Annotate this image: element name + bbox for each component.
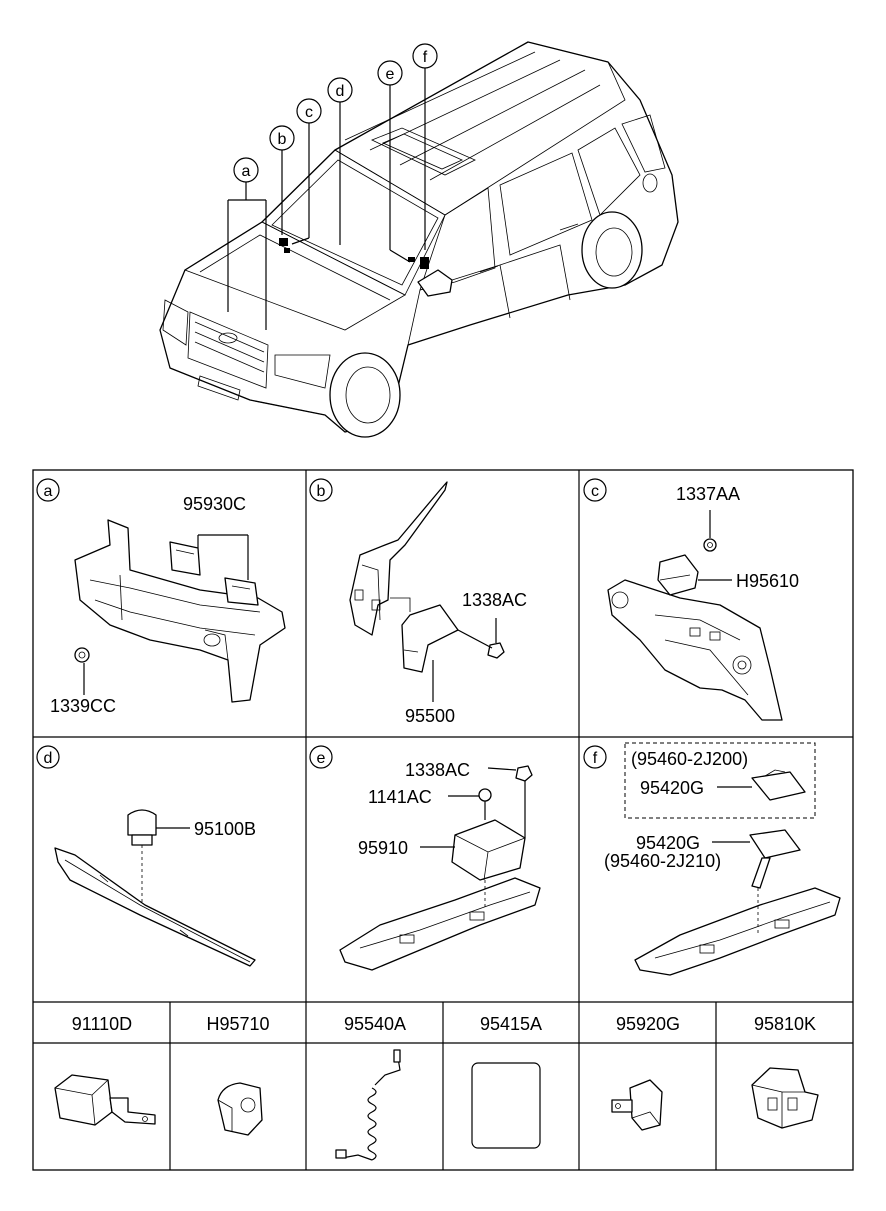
relay-bracket-icon bbox=[54, 1074, 156, 1126]
panel-a-letter: a bbox=[44, 483, 53, 500]
panel-b-label-1: 1338AC bbox=[462, 590, 527, 610]
panel-a-label-2: 1339CC bbox=[50, 696, 116, 716]
callout-letter-a: a bbox=[242, 163, 251, 180]
panel-e-label-1: 1338AC bbox=[405, 760, 470, 780]
panel-e-label-3: 95910 bbox=[358, 838, 408, 858]
bottom-part-3: 95540A bbox=[344, 1014, 406, 1034]
vehicle-leaders bbox=[227, 68, 426, 330]
panel-f-label-4: (95460-2J210) bbox=[604, 851, 721, 871]
callout-d: d bbox=[327, 77, 353, 103]
panel-b: b 1338AC 95500 bbox=[309, 478, 527, 726]
vehicle-illustration bbox=[159, 41, 679, 438]
panel-c-label-1: 1337AA bbox=[676, 484, 740, 504]
panel-e-letter: e bbox=[317, 750, 326, 767]
panel-e: e 1338AC 1141AC 95910 bbox=[309, 745, 541, 971]
panel-d-letter: d bbox=[44, 750, 53, 767]
panel-c-label-2: H95610 bbox=[736, 571, 799, 591]
callout-e: e bbox=[377, 60, 403, 86]
bottom-row-labels: 91110D H95710 95540A 95415A 95920G 95810… bbox=[72, 1014, 816, 1034]
panel-f: f (95460-2J200) 95420G 95420G (95460-2J2… bbox=[583, 742, 841, 976]
callout-c: c bbox=[296, 98, 322, 124]
panel-e-label-2: 1141AC bbox=[368, 787, 432, 807]
callout-f: f bbox=[412, 43, 438, 69]
panel-c-letter: c bbox=[591, 483, 599, 500]
vehicle-callouts: a b c d e f bbox=[233, 43, 438, 183]
callout-letter-f: f bbox=[423, 49, 428, 66]
panel-b-letter: b bbox=[317, 483, 326, 500]
panel-a-label-1: 95930C bbox=[183, 494, 246, 514]
callout-letter-b: b bbox=[278, 131, 287, 148]
panel-f-label-1: (95460-2J200) bbox=[631, 749, 748, 769]
callout-b: b bbox=[269, 125, 295, 151]
callout-letter-d: d bbox=[336, 83, 345, 100]
label-plate-icon bbox=[471, 1062, 541, 1149]
panel-d-label-1: 95100B bbox=[194, 819, 256, 839]
bottom-part-2: H95710 bbox=[206, 1014, 269, 1034]
panel-b-label-2: 95500 bbox=[405, 706, 455, 726]
callout-letter-e: e bbox=[386, 66, 395, 83]
panel-f-label-2: 95420G bbox=[640, 778, 704, 798]
panel-a: a 95930C 1339CC bbox=[36, 478, 286, 716]
callout-letter-c: c bbox=[305, 104, 313, 121]
bottom-part-4: 95415A bbox=[480, 1014, 542, 1034]
bottom-part-1: 91110D bbox=[72, 1014, 132, 1034]
panel-d: d 95100B bbox=[36, 745, 256, 967]
parts-grid bbox=[32, 469, 854, 1171]
bottom-part-6: 95810K bbox=[754, 1014, 816, 1034]
panel-c: c 1337AA H95610 bbox=[583, 478, 799, 721]
sensor-icon bbox=[217, 1082, 263, 1136]
callout-a: a bbox=[233, 157, 259, 183]
module-icon bbox=[751, 1067, 819, 1129]
impact-sensor-icon bbox=[611, 1079, 663, 1131]
bottom-part-5: 95920G bbox=[616, 1014, 680, 1034]
coil-cable-icon bbox=[335, 1049, 401, 1161]
panel-f-letter: f bbox=[593, 750, 598, 767]
panel-f-label-3: 95420G bbox=[636, 833, 700, 853]
